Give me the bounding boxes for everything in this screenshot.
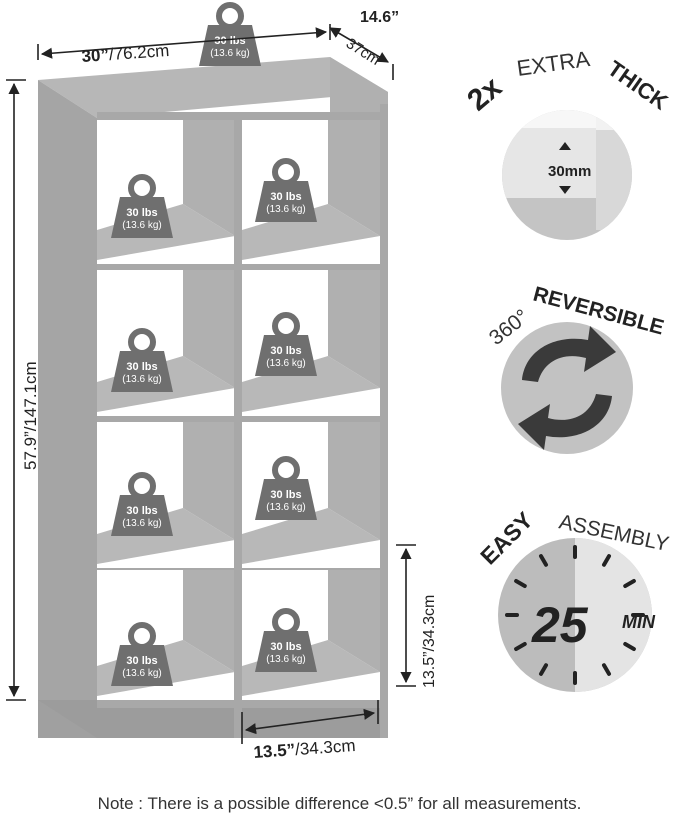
weight-icon: 30 lbs(13.6 kg) — [255, 611, 317, 672]
weight-kg-label: (13.6 kg) — [122, 518, 161, 529]
weight-icon: 30 lbs(13.6 kg) — [111, 331, 173, 392]
height-label: 57.9”/147.1cm — [21, 361, 40, 470]
cube-opening — [242, 270, 388, 424]
weight-kg-label: (13.6 kg) — [210, 48, 249, 59]
weight-kg-label: (13.6 kg) — [266, 204, 305, 215]
rotate-arrow-bottom-icon — [518, 394, 612, 450]
depth-inch-label: 14.6” — [360, 9, 399, 26]
weight-icon: 30 lbs(13.6 kg) — [111, 475, 173, 536]
weight-lbs-label: 30 lbs — [126, 361, 157, 373]
bookcase-top — [38, 57, 388, 118]
weight-lbs-label: 30 lbs — [126, 207, 157, 219]
weight-icon: 30 lbs(13.6 kg) — [111, 177, 173, 238]
bookcase — [38, 57, 388, 738]
weight-kg-label: (13.6 kg) — [266, 654, 305, 665]
weight-lbs-label: 30 lbs — [126, 655, 157, 667]
weight-lbs-label: 30 lbs — [270, 489, 301, 501]
cube-opening — [97, 118, 243, 272]
weight-kg-label: (13.6 kg) — [122, 374, 161, 385]
thick-value: 30mm — [548, 163, 591, 180]
bookcase-left-panel — [38, 80, 97, 738]
clock-icon — [505, 545, 645, 685]
feature-reversible: 360° REVERSIBLE — [485, 283, 666, 454]
feature-extra-thick: 2x EXTRA THICK 30mm — [461, 46, 673, 240]
weight-icon: 30 lbs(13.6 kg) — [255, 161, 317, 222]
weight-kg-label: (13.6 kg) — [122, 668, 161, 679]
rotate-arrow-top-icon — [522, 326, 616, 382]
weight-icon: 30 lbs(13.6 kg) — [255, 315, 317, 376]
cube-height-label: 13.5”/34.3cm — [421, 595, 438, 688]
weight-badges: 30 lbs(13.6 kg)30 lbs(13.6 kg)30 lbs(13.… — [111, 5, 317, 686]
weight-lbs-label: 30 lbs — [126, 505, 157, 517]
dimension-lines — [6, 24, 416, 744]
weight-lbs-label: 30 lbs — [270, 345, 301, 357]
assembly-minutes: 25 — [531, 597, 589, 653]
thick-extra-word: EXTRA — [515, 46, 591, 81]
assembly-unit: MIN — [622, 612, 656, 632]
cube-width-label: 13.5”/34.3cm — [253, 736, 356, 762]
weight-lbs-label: 30 lbs — [270, 641, 301, 653]
cube-opening — [97, 570, 243, 708]
weight-icon: 30 lbs(13.6 kg) — [255, 459, 317, 520]
weight-kg-label: (13.6 kg) — [266, 358, 305, 369]
cube-opening — [97, 270, 243, 424]
thick-prefix: 2x — [461, 70, 508, 117]
weight-kg-label: (13.6 kg) — [266, 502, 305, 513]
depth-cm-label: 37cm — [343, 35, 383, 69]
weight-kg-label: (13.6 kg) — [122, 220, 161, 231]
width-label: 30”/76.2cm — [81, 41, 170, 66]
measurement-note: Note : There is a possible difference <0… — [97, 794, 582, 813]
weight-lbs-label: 30 lbs — [270, 191, 301, 203]
cube-opening — [97, 422, 243, 576]
feature-easy-assembly: EASY ASSEMBLY 25 MIN — [475, 507, 671, 692]
weight-icon: 30 lbs(13.6 kg) — [199, 5, 261, 66]
weight-icon: 30 lbs(13.6 kg) — [111, 625, 173, 686]
thick-word: THICK — [603, 56, 672, 115]
